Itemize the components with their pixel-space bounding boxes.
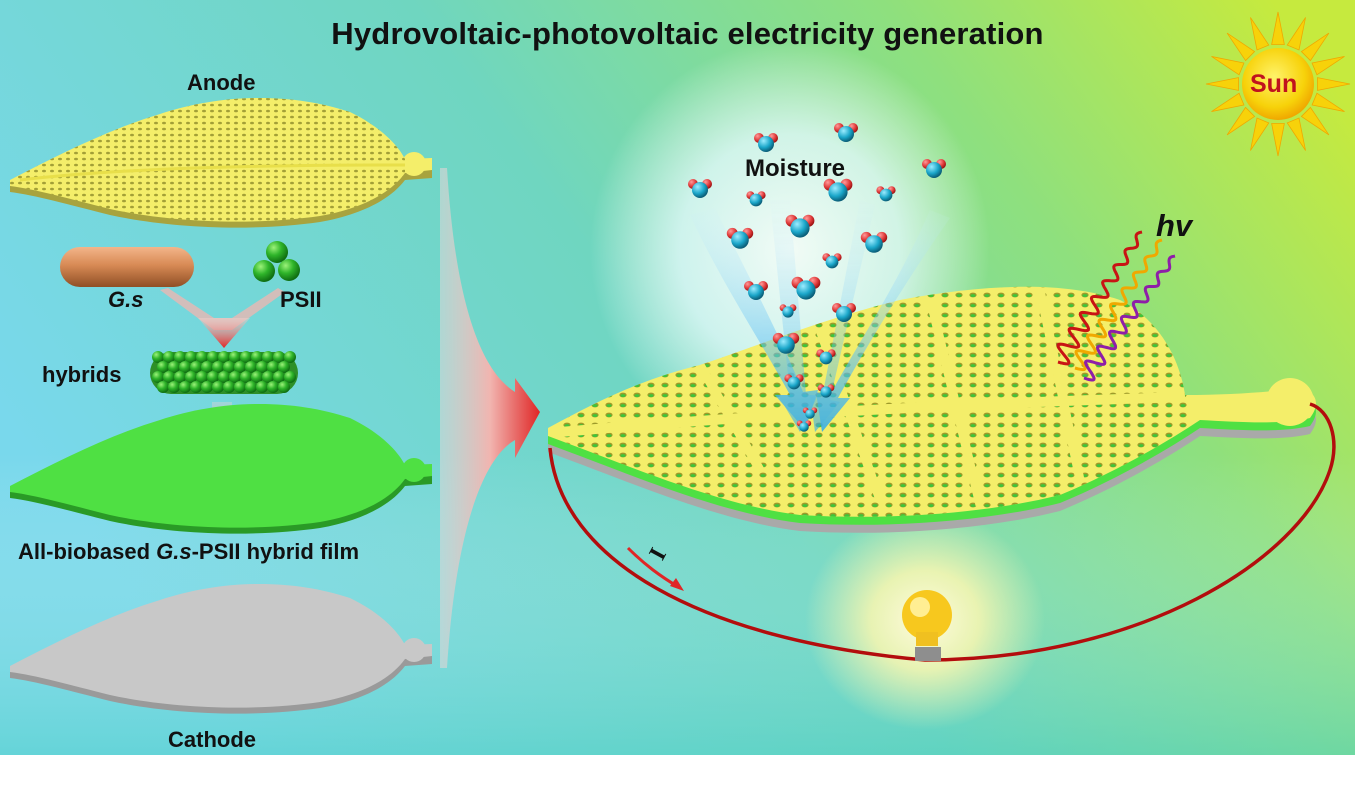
- diagram-canvas: [0, 0, 1355, 755]
- hybrid-cluster: [150, 351, 298, 394]
- diagram-scene: Hydrovoltaic-photovoltaic electricity ge…: [0, 0, 1355, 755]
- water-molecule-icon: [817, 384, 835, 398]
- water-molecule-icon: [785, 214, 815, 238]
- current-arrow-icon: [626, 546, 684, 591]
- water-molecule-icon: [876, 186, 896, 202]
- cathode-leaf: [10, 583, 432, 714]
- hybrid-film-leaf: [10, 403, 432, 534]
- light-bulb-icon: [902, 590, 952, 661]
- water-molecule-icon: [860, 231, 888, 253]
- water-molecule-icon: [688, 179, 712, 198]
- arrow-icon: [440, 168, 540, 668]
- water-molecule-icon: [772, 332, 800, 354]
- moisture-label: Moisture: [745, 155, 846, 182]
- circuit-wire: [548, 402, 1336, 662]
- device-leaf: [548, 286, 1316, 533]
- water-molecule-icon: [816, 349, 836, 365]
- water-molecule-icon: [754, 133, 778, 152]
- water-molecule-icon: [802, 407, 818, 419]
- water-molecule-icon: [922, 159, 946, 178]
- water-molecule-icon: [822, 253, 842, 269]
- light-label: hv: [1156, 208, 1193, 243]
- water-molecule-icon: [834, 123, 858, 142]
- water-molecule-icon: [746, 191, 766, 207]
- cathode-label: Cathode: [168, 727, 256, 752]
- arrow-icon: [160, 288, 285, 348]
- anode-leaf: [10, 97, 432, 228]
- water-molecules: [688, 123, 946, 432]
- psii-particles: [253, 241, 300, 282]
- hybrid-film-label: All-biobased G.s-PSII hybrid film: [18, 539, 360, 564]
- water-molecule-icon: [779, 304, 797, 318]
- light-wave-icon: [1056, 230, 1176, 382]
- sun-label: Sun: [1250, 70, 1298, 98]
- water-molecule-icon: [823, 178, 853, 202]
- water-molecule-icon: [796, 420, 812, 432]
- anode-label: Anode: [187, 70, 256, 95]
- diagram-title: Hydrovoltaic-photovoltaic electricity ge…: [331, 16, 1044, 51]
- water-molecule-icon: [726, 227, 754, 249]
- hybrids-label: hybrids: [42, 362, 122, 387]
- gs-label: G.s: [108, 287, 144, 312]
- water-molecule-icon: [784, 374, 804, 390]
- gs-bacteria-rod: [60, 247, 194, 287]
- water-molecule-icon: [791, 276, 821, 300]
- water-molecule-icon: [832, 303, 856, 322]
- water-molecule-icon: [744, 281, 768, 300]
- psii-label: PSII: [280, 287, 322, 312]
- sun-icon: [1205, 11, 1351, 157]
